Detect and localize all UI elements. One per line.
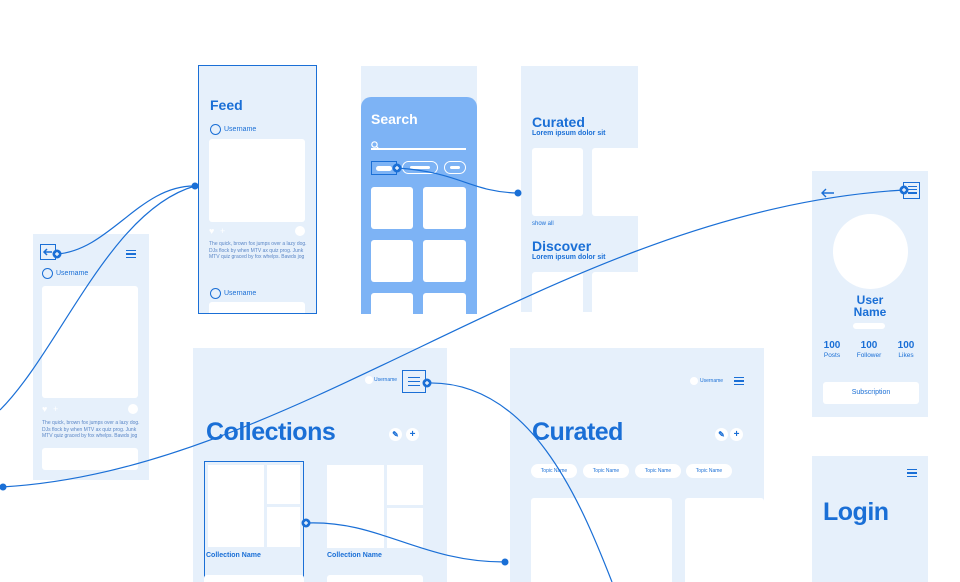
user-name: User Name <box>853 293 887 319</box>
post-image <box>42 286 138 398</box>
discover-tile[interactable] <box>532 272 583 312</box>
avatar <box>210 288 221 299</box>
avatar <box>690 377 698 385</box>
collection-card-2[interactable]: Collection Name <box>327 465 423 582</box>
search-panel: Search <box>361 97 477 314</box>
curated-screen: Username Curated ✎ + Topic Name Topic Na… <box>510 348 764 582</box>
add-button[interactable]: + <box>730 428 743 441</box>
topic-pill[interactable]: Topic Name <box>531 464 577 478</box>
add-icon[interactable]: + <box>220 226 226 236</box>
collections-screen: Username Collections ✎ + Collection Name… <box>193 348 447 582</box>
stat-follower-label: Follower <box>856 352 882 359</box>
username-label: Username <box>224 126 257 133</box>
curated-discover-screen: Curated Lorem ipsum dolor sit show all D… <box>521 66 638 312</box>
discover-tile[interactable] <box>592 272 638 312</box>
menu-icon[interactable] <box>903 182 920 199</box>
profile-screen: User Name 100 Posts 100 Follower 100 Lik… <box>812 171 928 417</box>
search-input[interactable] <box>371 148 466 150</box>
back-arrow-icon[interactable] <box>40 244 56 260</box>
curated-tile[interactable] <box>532 148 583 216</box>
post-screen: Username ♥ + The quick, brown fox jumps … <box>33 234 149 480</box>
post-text: The quick, brown fox jumps over a lazy d… <box>42 420 140 439</box>
back-arrow-icon[interactable] <box>821 185 835 203</box>
subscription-label: Subscription <box>851 389 891 396</box>
curated-tile[interactable] <box>531 498 672 582</box>
post-image <box>209 139 305 222</box>
edit-button[interactable]: ✎ <box>389 428 402 441</box>
bookmark-icon[interactable] <box>295 226 305 236</box>
menu-icon[interactable] <box>907 469 917 477</box>
curated-tile[interactable] <box>685 498 764 582</box>
stat-follower-value: 100 <box>860 340 878 351</box>
next-post-card <box>209 302 305 313</box>
login-screen: Login <box>812 456 928 582</box>
result-tile[interactable] <box>371 293 413 314</box>
heart-icon[interactable]: ♥ <box>209 226 215 236</box>
handle-placeholder <box>853 323 885 329</box>
avatar <box>833 214 908 289</box>
post-text: The quick, brown fox jumps over a lazy d… <box>209 241 307 260</box>
avatar <box>210 124 221 135</box>
avatar <box>42 268 53 279</box>
subscription-button[interactable]: Subscription <box>823 382 919 404</box>
filter-chip-1[interactable] <box>371 161 397 175</box>
topic-pill[interactable]: Topic Name <box>583 464 629 478</box>
collection-name: Collection Name <box>327 552 382 559</box>
result-tile[interactable] <box>423 240 466 282</box>
add-icon[interactable]: + <box>53 404 59 414</box>
stat-posts-label: Posts <box>823 352 841 359</box>
stat-likes-label: Likes <box>898 352 914 359</box>
bookmark-icon[interactable] <box>128 404 138 414</box>
topic-pill[interactable]: Topic Name <box>635 464 681 478</box>
collection-card-1[interactable]: Collection Name <box>204 461 304 579</box>
page-title: Collections <box>206 418 336 446</box>
page-title: Feed <box>210 97 243 113</box>
avatar <box>365 376 373 384</box>
connector-node <box>0 483 7 491</box>
collection-card-4[interactable] <box>327 575 423 582</box>
stat-posts-value: 100 <box>823 340 841 351</box>
result-tile[interactable] <box>423 187 466 229</box>
section-subtitle: Lorem ipsum dolor sit <box>532 254 606 261</box>
next-post-card <box>42 448 138 470</box>
edit-button[interactable]: ✎ <box>715 428 728 441</box>
section-title: Curated <box>532 114 585 130</box>
add-button[interactable]: + <box>406 428 419 441</box>
show-all-link[interactable]: show all <box>532 221 554 227</box>
section-title: Discover <box>532 238 592 254</box>
page-title: Search <box>371 111 418 127</box>
curated-tile[interactable] <box>592 148 638 216</box>
filter-chip-3[interactable] <box>444 161 466 174</box>
username-label: Username <box>56 270 89 277</box>
heart-icon[interactable]: ♥ <box>42 404 48 414</box>
menu-icon[interactable] <box>734 377 744 385</box>
menu-icon[interactable] <box>402 370 426 393</box>
collection-card-3[interactable] <box>204 575 304 582</box>
search-screen: Search <box>361 66 477 314</box>
filter-chip-2[interactable] <box>402 161 438 174</box>
result-tile[interactable] <box>371 187 413 229</box>
feed-screen: Feed Username ♥ + The quick, brown fox j… <box>198 65 317 314</box>
connector-node <box>501 558 509 566</box>
username-label: Username <box>374 377 398 383</box>
username-label: Username <box>700 378 724 384</box>
search-icon[interactable] <box>371 137 380 155</box>
page-title: Curated <box>532 418 623 446</box>
username-label: Username <box>224 290 257 297</box>
page-title: Login <box>823 498 889 526</box>
result-tile[interactable] <box>423 293 466 314</box>
stat-likes-value: 100 <box>897 340 915 351</box>
result-tile[interactable] <box>371 240 413 282</box>
collection-name: Collection Name <box>206 552 261 559</box>
topic-pill[interactable]: Topic Name <box>686 464 732 478</box>
menu-icon[interactable] <box>126 250 136 258</box>
section-subtitle: Lorem ipsum dolor sit <box>532 130 606 137</box>
